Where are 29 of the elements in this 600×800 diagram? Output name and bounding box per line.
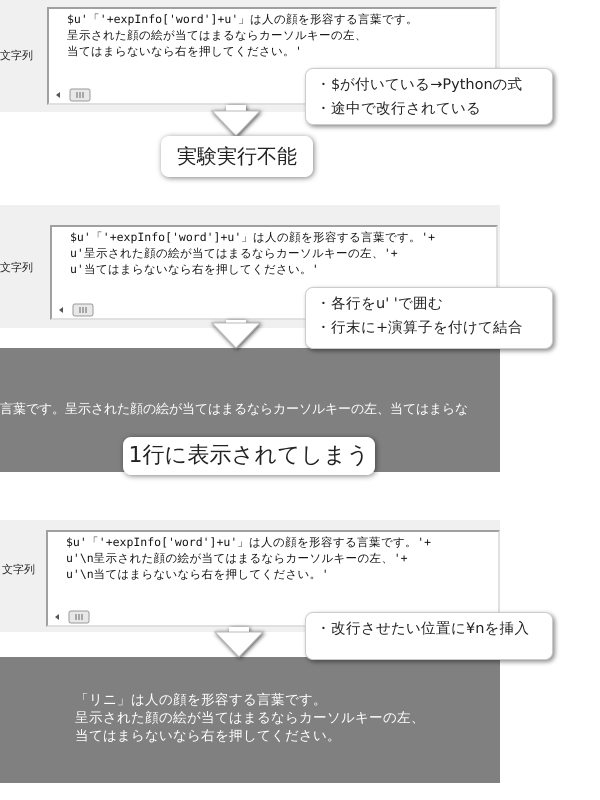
arrow (214, 627, 264, 658)
arrow (210, 105, 262, 137)
field-label: 文字列 (2, 562, 35, 577)
code-line: $u'「'+expInfo['word']+u'」は人の顔を形容する言葉です。 (67, 11, 418, 27)
callout-box (305, 612, 553, 660)
arrow (210, 320, 262, 349)
bullet-text: ・各行をu' 'で囲む (316, 295, 444, 314)
callout-box (305, 287, 553, 349)
screen-text: 当てはまらないなら右を押してください。 (75, 727, 341, 745)
code-line: $u'「'+expInfo['word']+u'」は人の顔を形容する言葉です。'+ (70, 229, 436, 245)
screen-text: 言葉です。呈示された顔の絵が当てはまるならカーソルキーの左、当てはまらな (0, 401, 468, 418)
bullet-text: ・行末に+演算子を付けて結合 (316, 318, 524, 338)
code-line: 呈示された顔の絵が当てはまるならカーソルキーの左、 (67, 27, 367, 43)
message-toast: 1行に表示されてしまう (123, 437, 375, 475)
bullet-text: ・途中で改行されている (316, 100, 482, 119)
screen-text: 呈示された顔の絵が当てはまるならカーソルキーの左、 (75, 709, 425, 727)
screen-panel (0, 657, 500, 783)
code-line: $u'「'+expInfo['word']+u'」は人の顔を形容する言葉です。'+ (66, 534, 432, 550)
bullet-text: ・$が付いている→Pythonの式 (316, 76, 524, 95)
code-line: u'\n当てはまらないなら右を押してください。' (66, 566, 329, 582)
code-line: u'当てはまらないなら右を押してください。' (70, 261, 319, 277)
field-label: 文字列 (0, 48, 33, 63)
field-label: 文字列 (0, 260, 33, 275)
code-line: u'呈示された顔の絵が当てはまるならカーソルキーの左、'+ (70, 245, 398, 261)
code-line: u'\n呈示された顔の絵が当てはまるならカーソルキーの左、'+ (66, 550, 408, 566)
bullet-text: ・改行させたい位置に¥nを挿入 (316, 620, 530, 639)
callout-box (305, 68, 553, 125)
screen-text: 「リニ」は人の顔を形容する言葉です。 (75, 691, 327, 709)
code-line: 当てはまらないなら右を押してください。' (67, 43, 302, 59)
